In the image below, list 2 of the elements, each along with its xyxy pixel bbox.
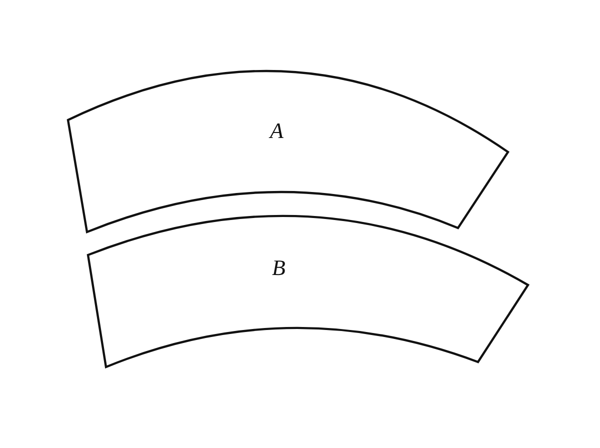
shape-letter-label: A [270, 120, 284, 142]
shape-letter-label: B [272, 257, 286, 279]
